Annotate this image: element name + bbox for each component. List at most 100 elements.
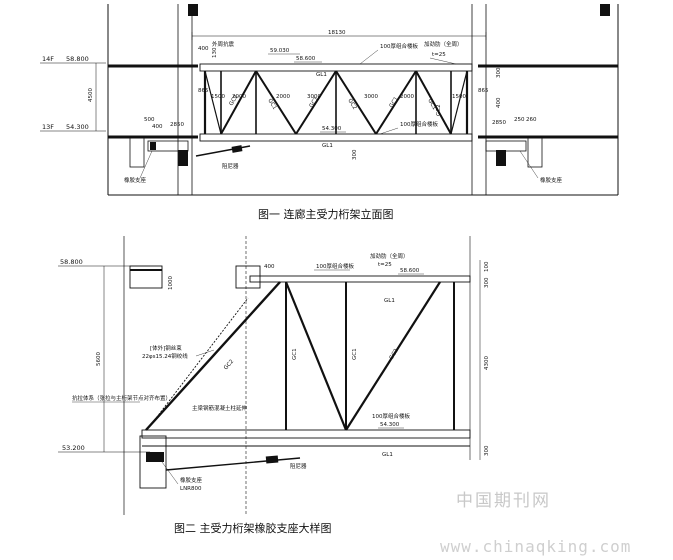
right-wall-block	[527, 136, 543, 168]
dim-misc-5: 865	[478, 88, 489, 94]
dim-left-2: 400	[152, 124, 163, 130]
figure1-caption: 图一 连廊主受力桁架立面图	[258, 207, 394, 221]
f2-cable-spec: 22φs15.24钢绞线	[142, 352, 188, 360]
f2-bearing-model: LNR800	[180, 486, 202, 492]
f2-level-top: 58.800	[60, 258, 83, 266]
diagonal-2	[255, 70, 297, 135]
left-wall-block	[129, 136, 145, 168]
top-chord-label: GL1	[316, 72, 327, 78]
figure1-elevation: 14F 58.800 13F 54.300 4500 18130 GL1 GL1	[40, 4, 619, 221]
f2-top-concrete-right	[235, 265, 261, 289]
note-left-top: 外周抗震	[212, 40, 235, 48]
f2-top-chord	[249, 275, 471, 283]
f2-bottom-slab-note: 100厚组合楼板	[372, 412, 410, 420]
top-slab-note: 100厚组合楼板	[380, 42, 418, 50]
diagonal-1	[220, 70, 257, 135]
truss-verticals	[203, 71, 469, 134]
right-bearing-leader	[519, 150, 539, 179]
bottom-chord	[199, 133, 473, 142]
column-cap-right	[600, 4, 610, 16]
dim-right-3: 260	[526, 117, 537, 123]
f2-bearing-leader	[161, 461, 179, 485]
f2-stiffener-note: 加劲肋（全周）	[370, 252, 409, 260]
figure2-detail: 58.800 53.200 5600 400 1000 GL1 GL1 GC2 …	[58, 236, 490, 535]
member-tag-4: GC2	[346, 98, 357, 111]
damper-body	[231, 145, 243, 153]
f2-bearing-name: 橡胶支座	[180, 476, 203, 484]
panel-width-3: 2000	[276, 94, 290, 100]
f2-bearing-pad	[146, 452, 164, 462]
left-support-block	[147, 140, 189, 152]
top-chord-elev: 59.030	[270, 48, 290, 54]
panel-width-1: 1500	[211, 94, 225, 100]
top-chord	[199, 63, 473, 72]
f2-top-elev: 58.600	[400, 268, 420, 274]
f2-bottom-chord	[141, 429, 471, 439]
top-slab-leader	[359, 49, 379, 65]
level-elev-13f: 54.300	[66, 123, 89, 131]
bottom-elev: 54.300	[322, 126, 342, 132]
bottom-slab-note: 100厚组合楼板	[400, 120, 438, 128]
f2-beam-note: 主梁钢筋混凝土柱延伸	[192, 404, 248, 412]
level-elev-14f: 58.800	[66, 55, 89, 63]
watermark-cn: 中国期刊网	[456, 491, 551, 511]
f2-chord-label: GL1	[384, 298, 395, 304]
diagonal-end-right	[450, 70, 468, 135]
member-tag-5: GC1	[389, 96, 400, 109]
dim-misc-1: 400	[198, 46, 209, 52]
panel-width-5: 3000	[364, 94, 378, 100]
member-tag-6: GC1	[426, 98, 437, 111]
diagonal-6	[415, 70, 452, 135]
left-bearing-pad	[150, 142, 156, 150]
dim-misc-2: 130	[212, 47, 218, 58]
f2-dim-1000: 1000	[168, 276, 174, 290]
f2-member-1: GC2	[223, 359, 235, 372]
f2-member-4: GC2	[389, 348, 400, 361]
panel-width-2: 2000	[232, 94, 246, 100]
column-cap-left	[188, 4, 198, 16]
f2-cable-leader	[195, 349, 215, 357]
bottom-chord-label: GL1	[322, 143, 333, 149]
stiffener-note: 加劲肋（全周）	[424, 40, 463, 48]
member-tag-3: GC1	[309, 96, 320, 109]
left-support-post	[178, 150, 188, 166]
panel-width-4: 3000	[307, 94, 321, 100]
left-bearing-note: 橡胶支座	[124, 176, 147, 184]
f2-member-3: GC1	[352, 348, 358, 360]
mid-elev: 58.600	[296, 56, 316, 62]
diagonal-4	[335, 70, 377, 135]
f2-stiffener-thk: t=25	[378, 262, 392, 268]
level-floor-14f: 14F	[42, 55, 54, 63]
f2-bottom-concrete	[139, 435, 167, 489]
f2-diagonal-3	[345, 281, 441, 431]
panel-width-7: 1500	[452, 94, 466, 100]
dim-right-2: 250	[514, 117, 525, 123]
member-tag-7: GC2	[436, 104, 442, 116]
watermark-url: www.chinaqking.com	[440, 537, 631, 556]
f2-top-concrete-left	[129, 265, 163, 289]
member-tag-1: GC2	[229, 94, 240, 107]
dim-right-1: 2850	[492, 120, 506, 126]
member-tag-2: GC1	[266, 98, 277, 111]
f2-cable-note: [体外]钢丝束	[150, 344, 182, 352]
level-floor-13f: 13F	[42, 123, 54, 131]
truss-diagonals	[204, 70, 468, 135]
f2-height-left: 5600	[96, 352, 102, 366]
dim-misc-4: 300	[352, 149, 358, 160]
storey-height-label: 4500	[88, 88, 94, 102]
f2-bottom-elev: 54.300	[380, 422, 400, 428]
f2-diagonal-1	[145, 281, 281, 431]
diagonal-end-left	[204, 70, 222, 135]
dim-left-3: 2850	[170, 122, 184, 128]
f2-top-slab-note: 100厚组合楼板	[316, 262, 354, 270]
f2-dim-right-3: 300	[484, 445, 490, 456]
f2-damper-note: 阻尼器	[290, 462, 307, 470]
f2-damper-body	[265, 455, 279, 464]
bottom-slab-leader	[379, 127, 399, 135]
f2-dim-right-1: 100	[484, 261, 490, 272]
damper-note: 阻尼器	[222, 162, 239, 170]
f2-member-2: GC1	[292, 348, 298, 360]
f2-dim-top: 400	[264, 264, 275, 270]
left-bearing-leader	[139, 150, 153, 179]
